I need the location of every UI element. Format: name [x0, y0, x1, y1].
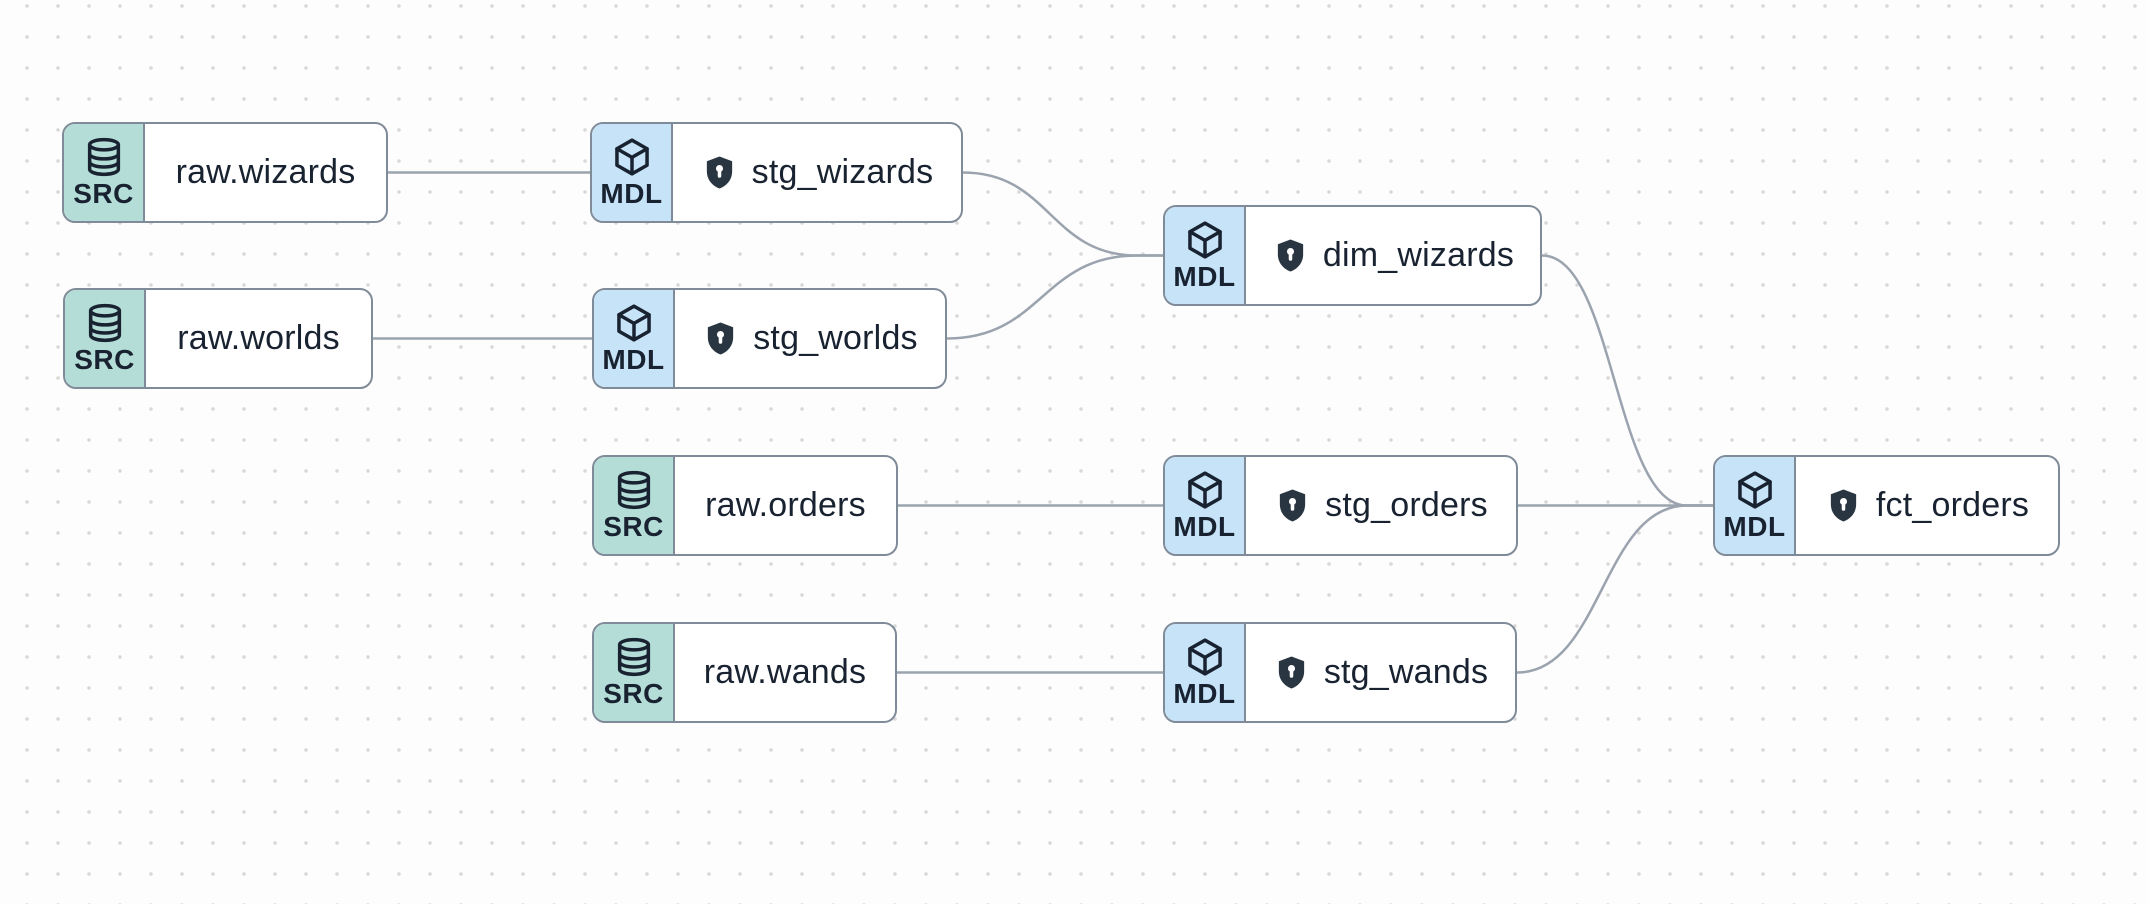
node-body: raw.wizards	[145, 124, 386, 221]
node-body: stg_wizards	[673, 124, 961, 221]
node-stg_orders[interactable]: MDL stg_orders	[1163, 455, 1518, 556]
node-body: raw.orders	[675, 457, 896, 554]
shield-icon	[1273, 654, 1310, 691]
node-stg_worlds[interactable]: MDL stg_worlds	[592, 288, 947, 389]
node-body: stg_worlds	[675, 290, 945, 387]
node-type-label: SRC	[603, 678, 664, 710]
node-type-badge: MDL	[1165, 624, 1246, 721]
node-type-label: MDL	[1173, 678, 1236, 710]
node-type-badge: MDL	[1165, 207, 1246, 304]
node-stg_wands[interactable]: MDL stg_wands	[1163, 622, 1517, 723]
database-icon	[83, 136, 125, 178]
node-fct_orders[interactable]: MDL fct_orders	[1713, 455, 2060, 556]
node-type-badge: MDL	[594, 290, 675, 387]
node-body: dim_wizards	[1246, 207, 1540, 304]
node-type-label: MDL	[600, 178, 663, 210]
database-icon	[613, 636, 655, 678]
shield-icon	[1274, 487, 1311, 524]
cube-icon	[611, 136, 653, 178]
node-type-badge: MDL	[592, 124, 673, 221]
node-type-label: SRC	[73, 178, 134, 210]
node-raw_worlds[interactable]: SRC raw.worlds	[63, 288, 373, 389]
node-raw_wizards[interactable]: SRC raw.wizards	[62, 122, 388, 223]
node-type-badge: SRC	[64, 124, 145, 221]
node-label: raw.wizards	[175, 153, 356, 191]
cube-icon	[613, 302, 655, 344]
cube-icon	[1184, 469, 1226, 511]
shield-icon	[702, 320, 739, 357]
node-label: dim_wizards	[1322, 236, 1515, 274]
node-type-badge: SRC	[594, 457, 675, 554]
node-label: stg_wizards	[751, 153, 934, 191]
node-type-badge: SRC	[65, 290, 146, 387]
edge-dim_wizards-fct_orders	[1541, 254, 1713, 507]
node-body: raw.wands	[675, 624, 895, 721]
node-raw_orders[interactable]: SRC raw.orders	[592, 455, 898, 556]
database-icon	[84, 302, 126, 344]
node-label: stg_worlds	[753, 319, 918, 357]
node-label: stg_orders	[1325, 486, 1488, 524]
node-label: stg_wands	[1323, 653, 1489, 691]
shield-icon	[1825, 487, 1862, 524]
node-type-badge: MDL	[1165, 457, 1246, 554]
cube-icon	[1734, 469, 1776, 511]
node-body: fct_orders	[1796, 457, 2058, 554]
node-type-label: MDL	[1173, 511, 1236, 543]
node-label: fct_orders	[1875, 486, 2030, 524]
node-raw_wands[interactable]: SRC raw.wands	[592, 622, 897, 723]
node-type-badge: SRC	[594, 624, 675, 721]
node-dim_wizards[interactable]: MDL dim_wizards	[1163, 205, 1542, 306]
edge-stg_worlds-dim_wizards	[946, 254, 1163, 340]
node-type-label: MDL	[1173, 261, 1236, 293]
node-label: raw.orders	[705, 486, 866, 524]
edge-stg_wizards-dim_wizards	[962, 171, 1163, 257]
cube-icon	[1184, 636, 1226, 678]
node-label: raw.wands	[703, 653, 867, 691]
node-type-badge: MDL	[1715, 457, 1796, 554]
node-type-label: MDL	[602, 344, 665, 376]
node-stg_wizards[interactable]: MDL stg_wizards	[590, 122, 963, 223]
cube-icon	[1184, 219, 1226, 261]
shield-icon	[1272, 237, 1309, 274]
node-type-label: MDL	[1723, 511, 1786, 543]
node-body: stg_orders	[1246, 457, 1516, 554]
node-label: raw.worlds	[177, 319, 340, 357]
node-body: stg_wands	[1246, 624, 1515, 721]
database-icon	[613, 469, 655, 511]
edge-stg_wands-fct_orders	[1516, 504, 1713, 674]
node-type-label: SRC	[603, 511, 664, 543]
node-body: raw.worlds	[146, 290, 371, 387]
shield-icon	[701, 154, 738, 191]
node-type-label: SRC	[74, 344, 135, 376]
